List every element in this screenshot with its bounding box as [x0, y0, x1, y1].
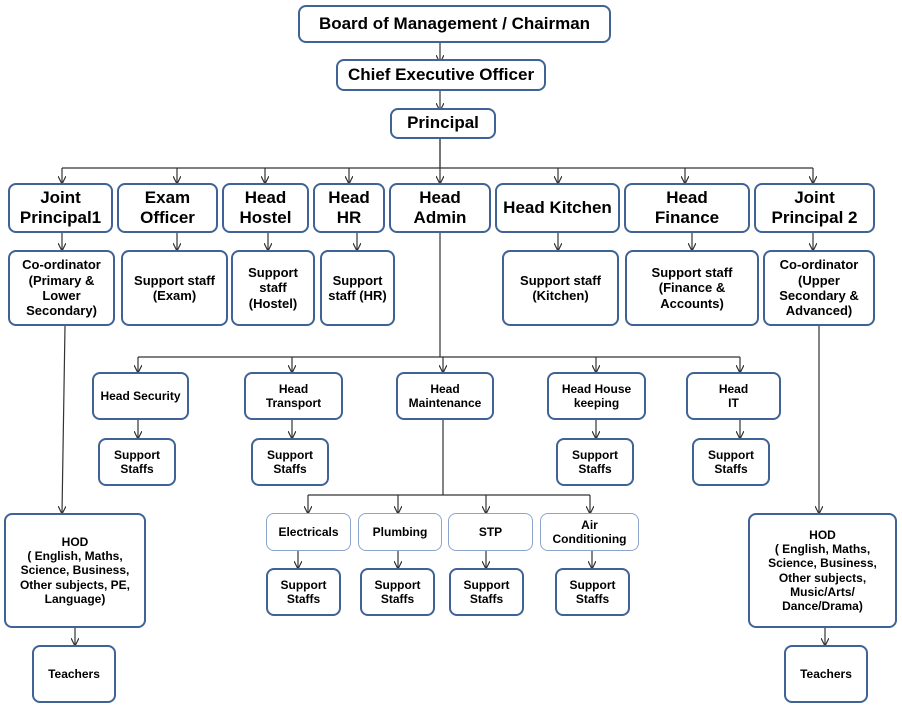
principal-box: Principal — [390, 108, 496, 139]
support-staffs-security-box: Support Staffs — [98, 438, 176, 486]
head-kitchen-box: Head Kitchen — [495, 183, 620, 233]
head-housekeeping-box: Head House keeping — [547, 372, 646, 420]
board-of-management-box: Board of Management / Chairman — [298, 5, 611, 43]
electricals-box: Electricals — [266, 513, 351, 551]
head-maintenance-box: Head Maintenance — [396, 372, 494, 420]
hod-left-box: HOD ( English, Maths, Science, Business,… — [4, 513, 146, 628]
head-transport-box: Head Transport — [244, 372, 343, 420]
support-staff-hostel-box: Support staff (Hostel) — [231, 250, 315, 326]
support-staff-finance-box: Support staff (Finance & Accounts) — [625, 250, 759, 326]
head-hostel-box: Head Hostel — [222, 183, 309, 233]
exam-officer-box: Exam Officer — [117, 183, 218, 233]
joint-principal-1-box: Joint Principal1 — [8, 183, 113, 233]
plumbing-box: Plumbing — [358, 513, 442, 551]
air-conditioning-box: Air Conditioning — [540, 513, 639, 551]
head-it-box: Head IT — [686, 372, 781, 420]
head-hr-box: Head HR — [313, 183, 385, 233]
teachers-right-box: Teachers — [784, 645, 868, 703]
support-staff-exam-box: Support staff (Exam) — [121, 250, 228, 326]
head-security-box: Head Security — [92, 372, 189, 420]
teachers-left-box: Teachers — [32, 645, 116, 703]
support-staffs-ac-box: Support Staffs — [555, 568, 630, 616]
support-staffs-electricals-box: Support Staffs — [266, 568, 341, 616]
stp-box: STP — [448, 513, 533, 551]
support-staff-kitchen-box: Support staff (Kitchen) — [502, 250, 619, 326]
support-staffs-it-box: Support Staffs — [692, 438, 770, 486]
joint-principal-2-box: Joint Principal 2 — [754, 183, 875, 233]
coordinator-upper-box: Co-ordinator (Upper Secondary & Advanced… — [763, 250, 875, 326]
support-staffs-stp-box: Support Staffs — [449, 568, 524, 616]
support-staffs-plumbing-box: Support Staffs — [360, 568, 435, 616]
support-staff-hr-box: Support staff (HR) — [320, 250, 395, 326]
coordinator-primary-box: Co-ordinator (Primary & Lower Secondary) — [8, 250, 115, 326]
hod-right-box: HOD ( English, Maths, Science, Business,… — [748, 513, 897, 628]
head-admin-box: Head Admin — [389, 183, 491, 233]
support-staffs-transport-box: Support Staffs — [251, 438, 329, 486]
ceo-box: Chief Executive Officer — [336, 59, 546, 91]
support-staffs-housekeeping-box: Support Staffs — [556, 438, 634, 486]
head-finance-box: Head Finance — [624, 183, 750, 233]
